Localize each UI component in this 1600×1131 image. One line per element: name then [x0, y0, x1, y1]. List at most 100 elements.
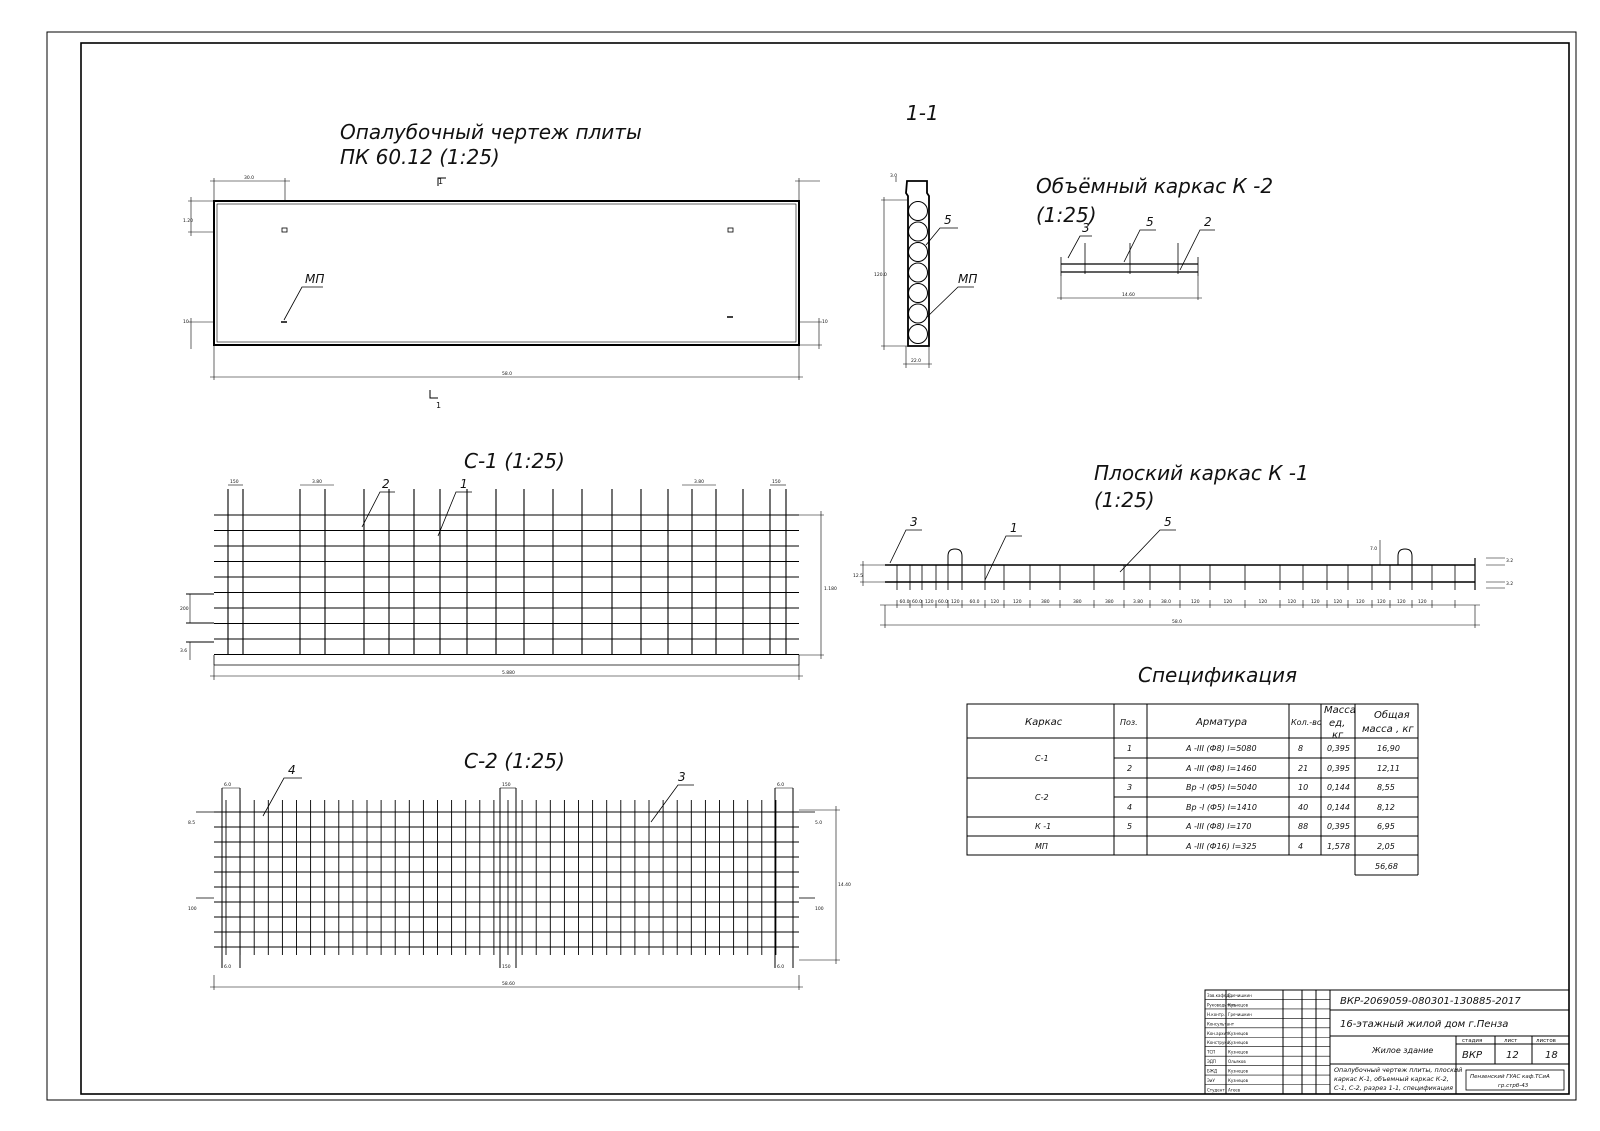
title-block: Зав.кафедр.ГречишкинРуководительКузнецов…: [1204, 989, 1570, 1095]
hollow-core: [908, 303, 928, 324]
spec-unit-mass: 0,144: [1327, 803, 1350, 812]
k2-callout-3: [1067, 235, 1092, 259]
tb-name: Кузнецов: [1228, 1031, 1249, 1036]
hollow-core: [908, 324, 928, 344]
c2-callout-3: [650, 784, 694, 823]
c2-dim-r-mid: 100: [815, 906, 824, 912]
tb-project: 16-этажный жилой дом г.Пенза: [1340, 1019, 1508, 1030]
spec-qty: 21: [1298, 764, 1308, 773]
formwork-dim-small-right: 10: [822, 319, 828, 325]
k1-loop-left: [947, 548, 963, 582]
section-dim-height: 120.0: [874, 272, 887, 278]
k1-dim-text: 120: [1377, 599, 1386, 605]
tb-doc-code: ВКР-2069059-080301-130885-2017: [1340, 996, 1521, 1007]
k1-dim-text: 120: [925, 599, 934, 605]
k1-loop-right: [1397, 548, 1413, 582]
c2-dim-b-left: 6.0: [224, 964, 231, 970]
c1-dim-right: 150: [772, 479, 781, 485]
k1-callout-5: [1119, 529, 1176, 573]
k1-dim-text: 120: [1356, 599, 1365, 605]
spec-frame: МП: [1035, 842, 1048, 851]
k1-dim-text: 60.0: [938, 599, 948, 605]
c2-mesh: [196, 788, 815, 968]
formwork-mp-label: МП: [305, 272, 324, 286]
spec-total-mass: 8,55: [1377, 783, 1395, 792]
tb-org-2: гр.стрб-43: [1498, 1083, 1529, 1089]
k1-dim-text: 120: [1334, 599, 1343, 605]
tb-role: БЖД: [1207, 1069, 1217, 1074]
c2-dim-b-mid: 150: [502, 964, 511, 970]
hollow-core: [908, 221, 928, 242]
c2-dim-length: 58.60: [502, 981, 515, 987]
c1-mesh: [186, 489, 800, 666]
outer-frame: [46, 31, 1577, 1101]
tb-name: Агеев: [1228, 1087, 1241, 1092]
c2-dim-v-top: 8.5: [188, 820, 195, 826]
tb-name: Кузнецов: [1228, 1050, 1249, 1055]
tb-name: Ольяков: [1228, 1059, 1246, 1064]
tb-name: Гречишкин: [1228, 993, 1252, 998]
section-mark-bottom: [429, 390, 438, 399]
k1-dim-text: 120: [951, 599, 960, 605]
hollow-core: [908, 262, 928, 283]
k1-dim-small-0: 12.5: [853, 573, 863, 579]
tb-role: Зав.кафедр.: [1207, 993, 1233, 998]
c2-callout-4: [262, 777, 302, 817]
inner-frame: [80, 42, 1570, 1095]
spec-pos: 1: [1127, 744, 1132, 753]
k1-view: Плоский каркас К -1 (1:25) 3 1 5 12.5 3.…: [853, 461, 1513, 628]
k1-dim-text: 120: [991, 599, 1000, 605]
tb-name: Кузнецов: [1228, 1002, 1249, 1007]
tb-sheet-title-3: С-1, С-2, разрез 1-1, спецификация: [1334, 1084, 1453, 1092]
tb-role: Руководитель: [1207, 1002, 1237, 1007]
c1-callout-1-label: 1: [460, 477, 468, 491]
k2-callout-3-label: 3: [1082, 221, 1090, 235]
tb-role: ТСП: [1206, 1050, 1215, 1055]
tb-sheet-title-1: Опалубочный чертеж плиты, плоский: [1334, 1066, 1462, 1074]
spec-total-mass: 2,05: [1377, 842, 1395, 851]
c2-dim-v-mid: 100: [188, 906, 197, 912]
k1-callout-1-label: 1: [1010, 521, 1018, 535]
tb-name: Кузнецов: [1228, 1069, 1249, 1074]
spec-header-frame: Каркас: [1025, 717, 1063, 728]
spec-header-pos: Поз.: [1120, 718, 1138, 727]
lifting-loop: [727, 227, 734, 233]
tb-role: Н.контр.: [1207, 1012, 1225, 1017]
spec-qty: 10: [1298, 783, 1308, 792]
c2-dim-b-right: 6.0: [777, 964, 784, 970]
tb-sheet-title-2: каркас К-1, объемный каркас К-2,: [1334, 1075, 1449, 1083]
c2-callout-3-label: 3: [678, 770, 686, 784]
c2-title: С-2 (1:25): [464, 749, 565, 773]
spec-total-mass: 16,90: [1377, 744, 1400, 753]
spec-pos: 5: [1127, 822, 1132, 831]
c1-dim-v2: 3.6: [180, 648, 187, 654]
k2-view: Объёмный каркас К -2 (1:25) 3 5 2 14.60: [1036, 174, 1273, 300]
section-callout-mp: [925, 286, 974, 319]
section-mark-bottom-label: 1: [436, 401, 441, 410]
spec-qty: 40: [1298, 803, 1308, 812]
k2-callout-5: [1123, 229, 1156, 263]
c1-callout-2-label: 2: [382, 477, 390, 491]
spec-rebar: Вр -Ι (Ф5) l=1410: [1186, 803, 1257, 812]
k1-title-line2: (1:25): [1094, 488, 1155, 512]
k2-callout-5-label: 5: [1146, 215, 1154, 229]
c2-dim-mid: 150: [502, 782, 511, 788]
c2-dim-height: 14.40: [838, 882, 851, 888]
spec-pos: 3: [1127, 783, 1132, 792]
section-callout-5: [925, 227, 958, 246]
spec-title: Спецификация: [1138, 663, 1297, 687]
spec-pos: 4: [1127, 803, 1132, 812]
tb-building: Жилое здание: [1371, 1046, 1433, 1055]
slab-outline: [213, 200, 800, 346]
k1-dim-text: 120: [1191, 599, 1200, 605]
k1-dim-text: 38.0: [1161, 599, 1171, 605]
spec-frame: К -1: [1035, 822, 1051, 831]
c1-callout-1: [437, 491, 472, 537]
tb-stage-label: стадия: [1462, 1038, 1482, 1044]
spec-total-mass: 8,12: [1377, 803, 1395, 812]
tb-name: Кузнецов: [1228, 1078, 1249, 1083]
section-view: 1-1 120.0 22.0 3.0 5 МП: [874, 101, 977, 368]
k1-dim-text: 120: [1288, 599, 1297, 605]
formwork-title-line2: ПК 60.12 (1:25): [340, 145, 500, 169]
